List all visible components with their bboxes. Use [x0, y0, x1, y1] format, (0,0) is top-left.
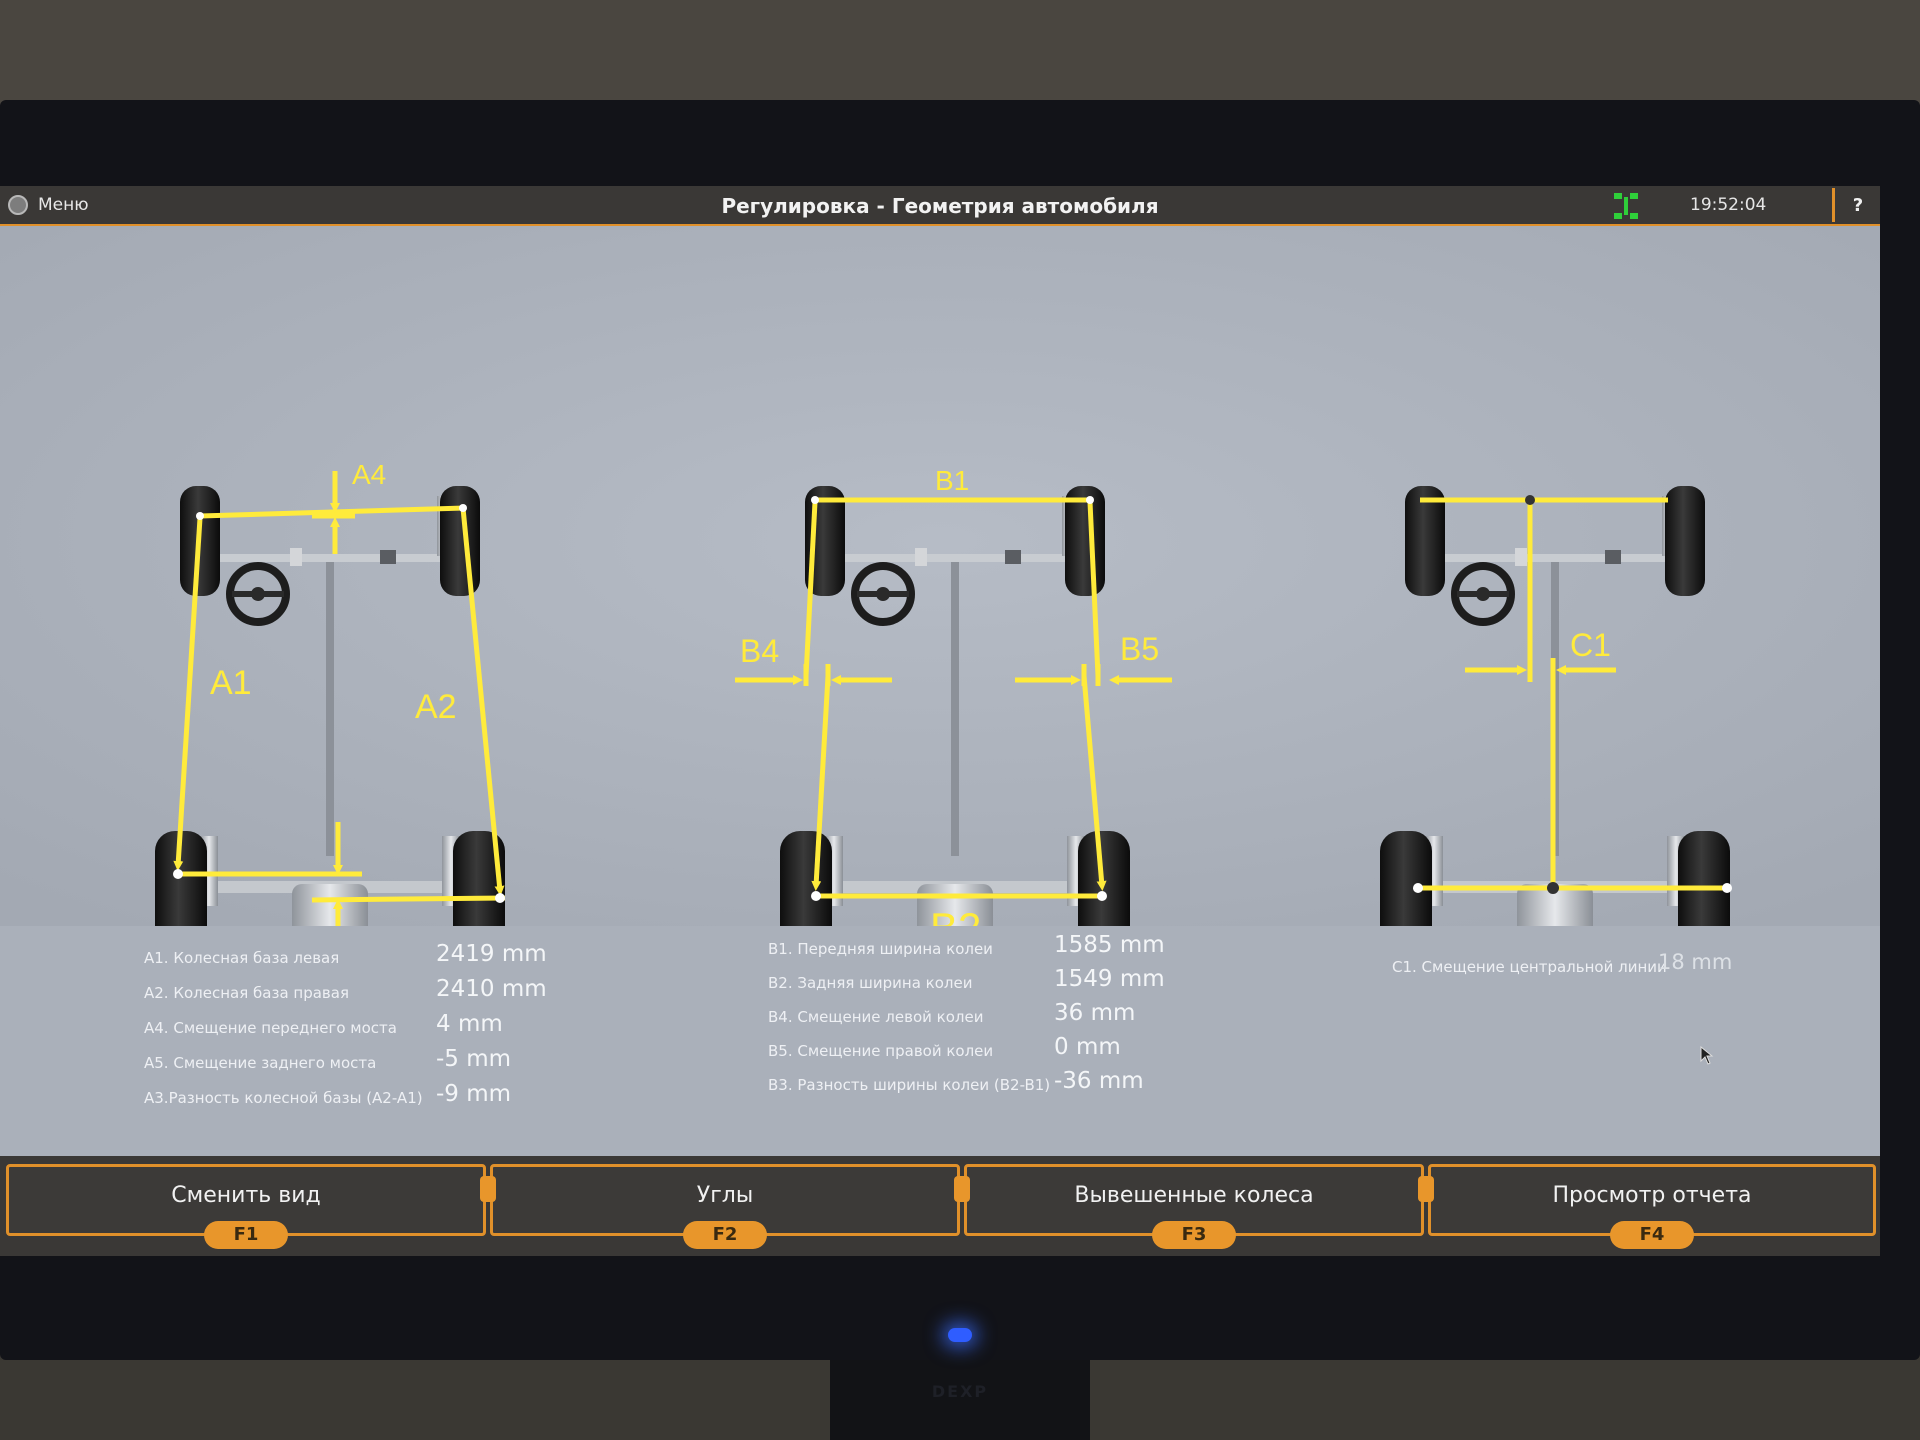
monitor-brand: DEXP [931, 1382, 989, 1401]
label-b2: B2 [930, 904, 981, 926]
measurement-value: 1549 mm [1054, 966, 1165, 992]
view-report-button[interactable]: Просмотр отчета F4 [1428, 1164, 1876, 1249]
measurement-label: A3.Разность колесной базы (A2-A1) [144, 1089, 423, 1107]
angles-button[interactable]: Углы F2 [490, 1164, 960, 1249]
label-a2: A2 [415, 688, 457, 726]
measurement-value: 36 mm [1054, 1000, 1136, 1026]
fkey-badge: F4 [1610, 1221, 1694, 1249]
measurement-label: C1. Смещение центральной линии [1392, 958, 1667, 976]
fkey-label: Просмотр отчета [1552, 1183, 1752, 1208]
left-car-diagram: A4 A1 A2 A5 [155, 459, 505, 926]
menu-label: Меню [38, 195, 89, 215]
power-led-icon [948, 1328, 972, 1342]
fkey-divider [954, 1176, 970, 1202]
measurement-value: -9 mm [436, 1081, 512, 1107]
right-car-diagram: C1 [1380, 486, 1732, 926]
measurement-value: -5 mm [436, 1046, 512, 1072]
measurement-label: A2. Колесная база правая [144, 984, 349, 1002]
fkey-label: Вывешенные колеса [1074, 1183, 1314, 1208]
measurement-label: A4. Смещение переднего моста [144, 1019, 397, 1037]
fkey-badge: F3 [1152, 1221, 1236, 1249]
measurement-value: 2410 mm [436, 976, 547, 1002]
measurement-value: 1585 mm [1054, 932, 1165, 958]
label-b4: B4 [740, 633, 779, 669]
fkey-divider [1418, 1176, 1434, 1202]
measurement-label: B1. Передняя ширина колеи [768, 940, 993, 958]
menu-button[interactable]: Меню [8, 192, 89, 218]
measurement-label: A5. Смещение заднего моста [144, 1054, 377, 1072]
middle-car-diagram: B1 B4 B5 B2 [735, 465, 1172, 926]
fkey-label: Сменить вид [171, 1183, 321, 1208]
measurement-label: A1. Колесная база левая [144, 949, 340, 967]
measurement-label: B4. Смещение левой колеи [768, 1008, 984, 1026]
measurement-value: 2419 mm [436, 941, 547, 967]
background-wall [0, 0, 1920, 110]
clock: 19:52:04 [1690, 195, 1767, 215]
fkey-badge: F1 [204, 1221, 288, 1249]
page-title: Регулировка - Геометрия автомобиля [721, 194, 1159, 218]
menu-logo-icon [8, 195, 28, 215]
fkey-badge: F2 [683, 1221, 767, 1249]
title-bar: Меню Регулировка - Геометрия автомобиля … [0, 186, 1880, 227]
mouse-cursor-icon [1700, 1046, 1714, 1065]
label-a1: A1 [210, 664, 252, 702]
measurement-label: B5. Смещение правой колеи [768, 1042, 994, 1060]
function-key-bar: Сменить вид F1 Углы F2 Вывешенные колеса… [0, 1156, 1880, 1256]
fkey-divider [480, 1176, 496, 1202]
measurement-label: B3. Разность ширины колеи (B2-B1) [768, 1076, 1051, 1094]
label-b5: B5 [1120, 631, 1159, 667]
measurement-label: B2. Задняя ширина колеи [768, 974, 973, 992]
help-button[interactable]: ? [1832, 188, 1880, 222]
app-screen: Меню Регулировка - Геометрия автомобиля … [0, 186, 1880, 1256]
measurement-value: 4 mm [436, 1011, 503, 1037]
measurement-value: 0 mm [1054, 1034, 1121, 1060]
sensor-status-icon [1614, 193, 1638, 219]
measurement-value: -36 mm [1054, 1068, 1144, 1094]
measurement-value: 18 mm [1658, 950, 1733, 974]
geometry-diagrams: A4 A1 A2 A5 [0, 226, 1880, 926]
label-c1: C1 [1570, 627, 1611, 663]
label-a4: A4 [352, 459, 386, 490]
change-view-button[interactable]: Сменить вид F1 [6, 1164, 486, 1249]
label-b1: B1 [935, 465, 969, 496]
lifted-wheels-button[interactable]: Вывешенные колеса F3 [964, 1164, 1424, 1249]
fkey-label: Углы [696, 1183, 754, 1208]
